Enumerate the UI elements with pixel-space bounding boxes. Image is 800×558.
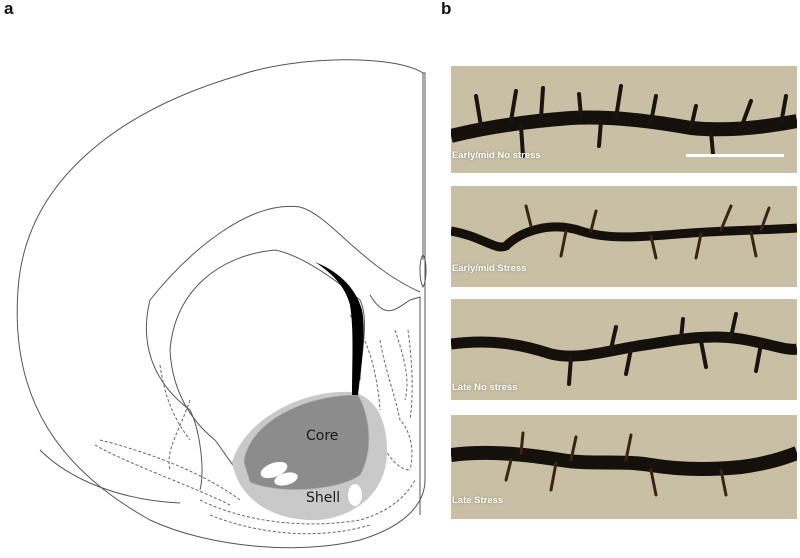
micrograph-early-mid-stress: Early/mid Stress — [451, 186, 797, 287]
image-caption: Early/mid No stress — [452, 150, 541, 161]
image-caption: Late Stress — [452, 495, 504, 506]
shell-region-label: Shell — [306, 490, 340, 506]
dendrite-image — [451, 312, 797, 386]
image-caption: Late No stress — [452, 382, 518, 393]
coronal-brain-section-diagram: Core Shell — [16, 59, 427, 549]
core-region-label: Core — [306, 428, 338, 444]
scale-bar — [686, 154, 784, 157]
micrograph-early-mid-no-stress: Early/mid No stress — [451, 66, 797, 173]
dendrite-image — [451, 431, 797, 497]
panel-b-label: b — [441, 0, 452, 18]
dendrite-image — [451, 84, 797, 158]
panel-a-label: a — [4, 0, 14, 18]
dendrite-image — [451, 204, 797, 260]
image-caption: Early/mid Stress — [452, 263, 527, 274]
micrograph-late-stress: Late Stress — [451, 415, 797, 519]
micrograph-late-no-stress: Late No stress — [451, 299, 797, 400]
